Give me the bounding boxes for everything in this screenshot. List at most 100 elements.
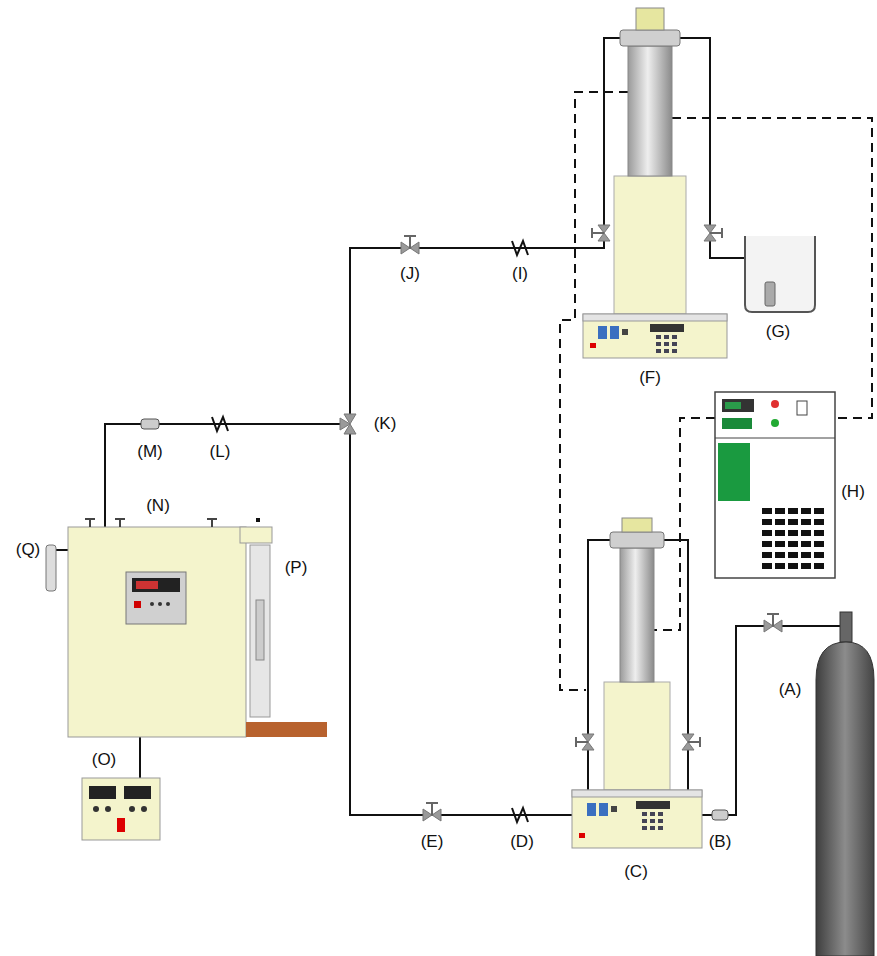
chiller xyxy=(762,541,772,547)
syringe-pump xyxy=(587,803,596,816)
syringe-pump xyxy=(572,790,702,797)
chiller xyxy=(801,563,811,569)
chiller xyxy=(814,563,824,569)
callout-label: (A) xyxy=(777,680,804,701)
valve-symbol xyxy=(576,737,588,747)
controller xyxy=(117,818,125,832)
filter xyxy=(712,810,728,820)
oven xyxy=(166,602,170,606)
valve-symbol xyxy=(404,236,416,248)
signal-line xyxy=(672,118,872,418)
callout-label: (G) xyxy=(764,322,793,343)
oven xyxy=(126,572,186,624)
callout-label: (F) xyxy=(637,368,663,389)
check-valve xyxy=(212,241,528,822)
beaker xyxy=(765,282,775,306)
chiller xyxy=(762,508,772,514)
chiller xyxy=(797,401,807,415)
syringe-pump xyxy=(583,314,727,321)
chiller xyxy=(814,530,824,536)
pipe xyxy=(350,241,604,416)
syringe-pump xyxy=(656,335,677,353)
controller xyxy=(82,778,160,840)
chiller xyxy=(801,530,811,536)
controller xyxy=(141,806,147,812)
syringe-pump xyxy=(604,682,670,790)
syringe-pump xyxy=(650,812,655,816)
oven xyxy=(240,527,272,543)
oven xyxy=(132,578,180,592)
filter xyxy=(141,419,159,429)
syringe-pump xyxy=(656,342,661,346)
chiller xyxy=(722,418,752,429)
chiller xyxy=(771,419,779,427)
valve-symbol xyxy=(592,228,604,238)
syringe-pump xyxy=(572,518,702,848)
signal-line xyxy=(560,92,872,690)
chiller xyxy=(775,563,785,569)
syringe-pump xyxy=(650,826,655,830)
syringe-pump xyxy=(583,314,727,358)
callout-label: (L) xyxy=(208,442,233,463)
syringe-pump xyxy=(642,812,663,830)
callout-label: (H) xyxy=(839,482,867,503)
syringe-pump xyxy=(642,812,647,816)
chiller xyxy=(775,530,785,536)
gas-cylinder xyxy=(816,642,874,956)
valve-symbol xyxy=(576,225,722,750)
callout-label: (J) xyxy=(398,264,422,285)
chiller xyxy=(762,563,772,569)
controller xyxy=(82,778,160,840)
syringe-pump xyxy=(658,826,663,830)
callout-label: (N) xyxy=(144,496,172,517)
chiller xyxy=(715,392,835,578)
syringe-pump xyxy=(664,342,669,346)
chiller xyxy=(762,552,772,558)
controller xyxy=(124,786,151,799)
syringe-pump xyxy=(590,343,596,348)
chiller xyxy=(715,392,835,578)
syringe-pump xyxy=(622,518,652,532)
controller xyxy=(89,786,116,799)
oven xyxy=(158,602,162,606)
syringe-pump xyxy=(636,801,670,809)
pipe xyxy=(56,241,846,815)
syringe-pump xyxy=(614,176,686,314)
chiller xyxy=(814,552,824,558)
syringe-pump xyxy=(672,335,677,339)
syringe-pump xyxy=(610,532,664,548)
signal-line xyxy=(654,418,715,630)
syringe-pump xyxy=(598,326,607,339)
syringe-pump xyxy=(656,335,661,339)
callout-label: (O) xyxy=(90,750,119,771)
callout-label: (P) xyxy=(283,558,310,579)
pipe xyxy=(105,424,342,527)
chiller xyxy=(775,552,785,558)
syringe-pump xyxy=(658,819,663,823)
syringe-pump xyxy=(610,326,619,339)
syringe-pump xyxy=(599,803,608,816)
syringe-pump xyxy=(579,833,585,838)
chiller xyxy=(775,541,785,547)
chiller xyxy=(762,530,772,536)
chiller xyxy=(801,508,811,514)
syringe-pump xyxy=(622,329,628,335)
pipe xyxy=(139,737,141,778)
controller xyxy=(105,806,111,812)
chiller xyxy=(814,519,824,525)
chiller xyxy=(762,519,772,525)
chiller xyxy=(814,508,824,514)
oven xyxy=(250,545,270,717)
syringe-pump xyxy=(620,548,654,682)
callout-label: (I) xyxy=(510,264,530,285)
syringe-pump xyxy=(656,349,661,353)
syringe-pump xyxy=(664,349,669,353)
syringe-pump xyxy=(642,819,647,823)
chiller xyxy=(718,443,750,501)
oven xyxy=(256,518,260,522)
chiller xyxy=(788,563,798,569)
syringe-pump xyxy=(636,8,664,30)
beaker xyxy=(745,236,815,312)
syringe-pump xyxy=(672,342,677,346)
gas-cylinder xyxy=(840,612,852,642)
